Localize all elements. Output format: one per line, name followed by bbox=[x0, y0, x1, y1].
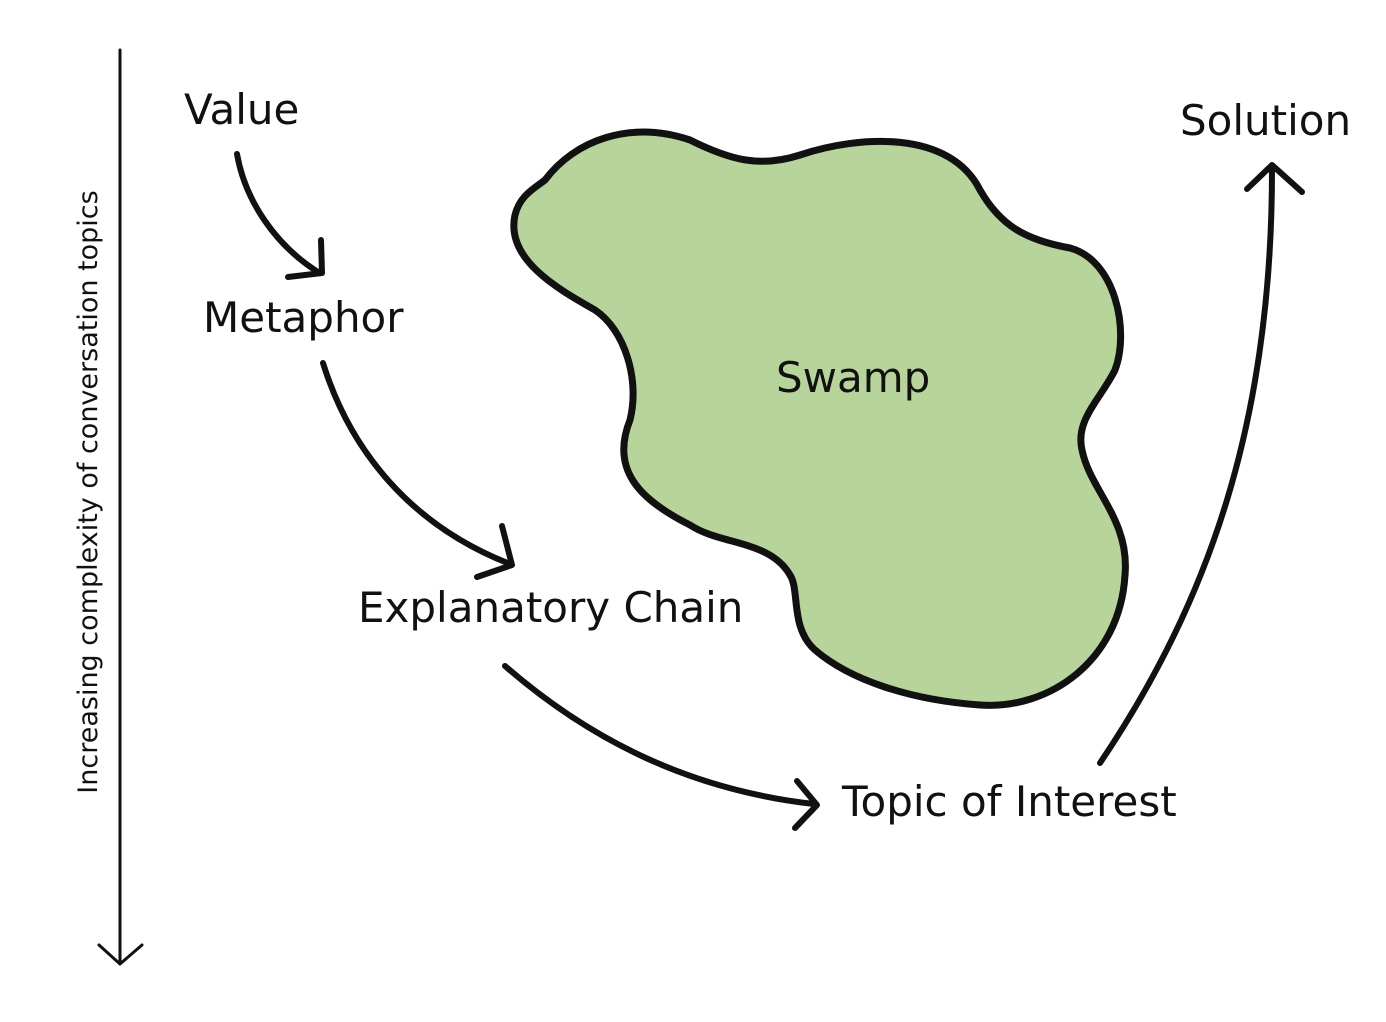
arrow-value-to-metaphor bbox=[234, 151, 325, 280]
arrowhead-icon bbox=[792, 778, 820, 831]
arrow-explanatory-chain-to-topic bbox=[502, 663, 820, 831]
arrow-topic-to-solution bbox=[1097, 162, 1305, 766]
node-topic-of-interest: Topic of Interest bbox=[841, 777, 1177, 826]
swamp-shape bbox=[510, 128, 1129, 709]
arrowhead-icon bbox=[474, 523, 515, 580]
arrowhead-icon bbox=[1244, 162, 1305, 195]
swamp-label: Swamp bbox=[776, 353, 930, 402]
axis-label: Increasing complexity of conversation to… bbox=[73, 190, 104, 793]
arrow-metaphor-to-explanatory-chain bbox=[320, 360, 515, 580]
arrowhead-icon bbox=[285, 237, 325, 280]
node-value: Value bbox=[184, 85, 299, 134]
axis-arrowhead-icon bbox=[97, 943, 144, 966]
node-explanatory-chain: Explanatory Chain bbox=[358, 583, 743, 632]
swamp-region: Swamp bbox=[510, 128, 1129, 709]
arrow-line bbox=[502, 663, 817, 807]
arrow-line bbox=[320, 360, 513, 567]
node-metaphor: Metaphor bbox=[203, 293, 404, 342]
arrow-line bbox=[234, 151, 321, 275]
node-solution: Solution bbox=[1180, 96, 1351, 145]
complexity-axis: Increasing complexity of conversation to… bbox=[73, 48, 144, 966]
arrow-line bbox=[1097, 167, 1275, 766]
